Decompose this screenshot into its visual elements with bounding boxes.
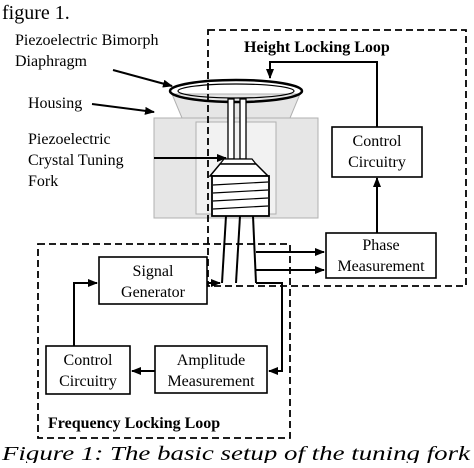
phase-measurement-box <box>325 232 437 279</box>
frequency-loop-boundary <box>37 243 291 439</box>
height-loop-title: Height Locking Loop <box>244 39 390 56</box>
signal-line2: Generator <box>121 284 186 301</box>
phase-line1: Phase <box>362 237 399 254</box>
tuning-fork <box>208 98 270 284</box>
phase-line2: Measurement <box>337 258 425 275</box>
fork-label-line1: Piezoelectric <box>28 131 111 148</box>
bimorph-label-line1: Piezoelectric Bimorph <box>15 32 159 49</box>
amplitude-line2: Measurement <box>167 373 255 390</box>
figure-caption: Figure 1: The basic setup of the tuning … <box>1 443 472 463</box>
amplitude-measurement-box <box>154 345 268 394</box>
housing-pointer <box>91 103 155 115</box>
fork-label-line3: Fork <box>28 173 58 190</box>
control-bottom-line2: Circuitry <box>59 373 117 390</box>
bimorph-label-line2: Diaphragm <box>15 53 88 70</box>
bimorph-diaphragm <box>168 78 304 104</box>
control-top-line2: Circuitry <box>348 154 406 171</box>
control-circuitry-top-box <box>331 126 423 178</box>
control-bottom-line1: Control <box>64 352 113 369</box>
connections <box>73 61 381 375</box>
fork-label-line2: Crystal Tuning <box>28 152 124 169</box>
header-fragment: figure 1. <box>2 2 70 24</box>
control-top-line1: Control <box>353 133 402 150</box>
amplitude-line1: Amplitude <box>177 352 245 369</box>
frequency-loop-title: Frequency Locking Loop <box>48 415 220 432</box>
bimorph-pointer <box>112 69 173 88</box>
height-loop-boundary <box>207 29 467 287</box>
signal-generator-box <box>98 256 208 305</box>
housing-label: Housing <box>28 95 82 112</box>
control-circuitry-bottom-box <box>45 345 131 395</box>
signal-line1: Signal <box>133 263 174 280</box>
